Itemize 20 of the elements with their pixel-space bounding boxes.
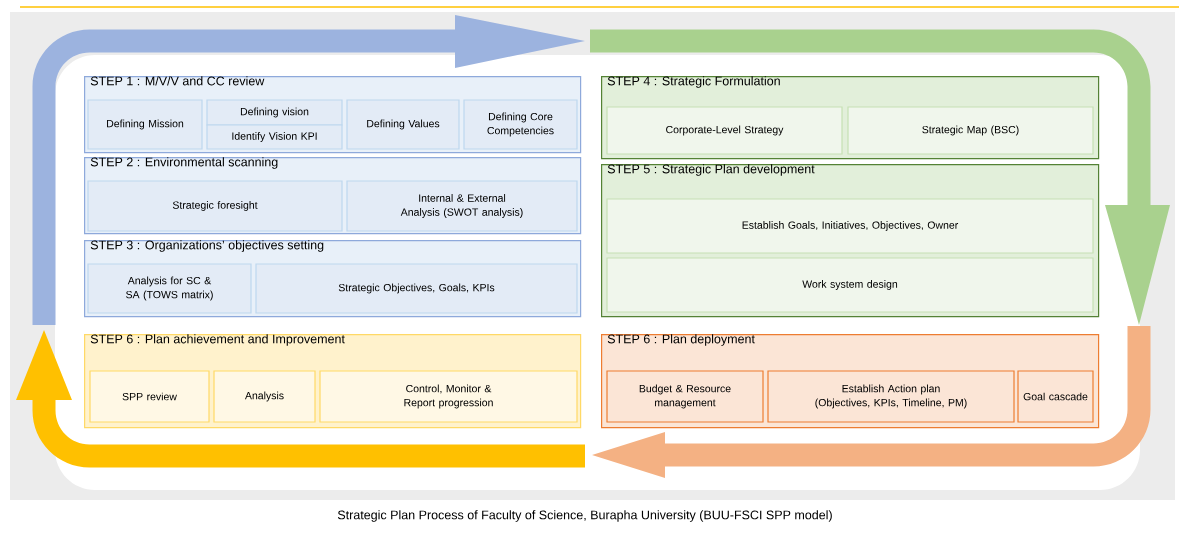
task-box: Budget & Resource management — [606, 370, 764, 423]
task-box: Corporate-Level Strategy — [606, 106, 843, 155]
task-box: Defining Core Competencies — [463, 99, 578, 150]
task-box: SPP review — [89, 370, 210, 423]
task-box: Internal & External Analysis (SWOT analysis) — [346, 180, 578, 232]
task-box: Establish Goals, Initiatives, Objectives, Owner — [606, 198, 1094, 254]
task-box: Strategic foresight — [87, 180, 343, 232]
task-box: Goal cascade — [1017, 370, 1094, 423]
task-box: Defining Mission — [87, 99, 203, 150]
task-box: Strategic Objectives, Goals, KPIs — [255, 263, 578, 314]
task-box: Strategic Map (BSC) — [847, 106, 1094, 155]
task-box: Identify Vision KPI — [206, 124, 343, 150]
task-box: Analysis for SC & SA (TOWS matrix) — [87, 263, 252, 314]
task-box: Analysis — [213, 370, 316, 423]
task-box: Establish Action plan (Objectives, KPIs, Timeline, PM) — [767, 370, 1015, 423]
task-box: Defining Values — [346, 99, 460, 150]
task-box: Work system design — [606, 257, 1094, 313]
task-box: Defining vision — [206, 99, 343, 126]
caption: Strategic Plan Process of Faculty of Science, Burapha University (BUU-FSCI SPP model) — [337, 510, 832, 522]
task-box: Control, Monitor & Report progression — [319, 370, 578, 423]
